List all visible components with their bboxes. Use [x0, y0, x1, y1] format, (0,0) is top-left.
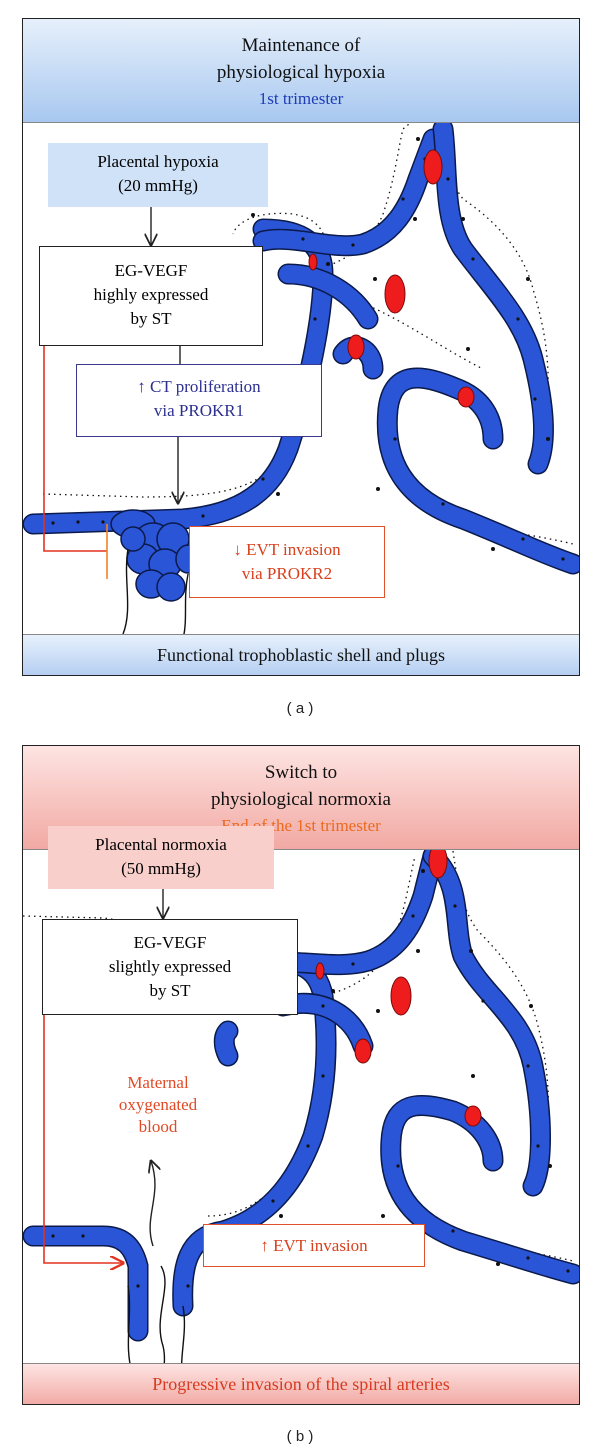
egvegf-line-1: EG-VEGF [114, 261, 188, 280]
egvegf-line-1: EG-VEGF [133, 933, 207, 952]
ct-proliferation-box: ↑ CT proliferation via PROKR1 [76, 364, 322, 437]
flow-connectors-b [150, 889, 163, 1247]
maternal-blood-cells-a [308, 149, 475, 408]
egvegf-line-2: slightly expressed [108, 957, 232, 976]
egvegf-box: EG-VEGF highly expressed by ST [39, 246, 263, 346]
footer-text: Progressive invasion of the spiral arter… [152, 1374, 450, 1394]
footer-banner: Functional trophoblastic shell and plugs [23, 634, 579, 675]
stimulation-line-b [43, 1015, 123, 1263]
flow-connectors-a [151, 207, 180, 503]
ct-line-1: ↑ CT proliferation [137, 377, 261, 396]
egvegf-line-3: by ST [149, 981, 191, 1000]
panel-normoxia: Switch to physiological normoxia End of … [22, 745, 580, 1405]
inhibition-line-a [43, 346, 108, 579]
egvegf-box: EG-VEGF slightly expressed by ST [42, 919, 298, 1015]
egvegf-line-3: by ST [130, 309, 172, 328]
maternal-blood-cells-b [315, 843, 482, 1127]
cell-column-plug-a [110, 509, 201, 602]
oxygen-pressure: (50 mmHg) [121, 859, 201, 878]
panel-hypoxia: Maintenance of physiological hypoxia 1st… [22, 18, 580, 676]
evt-line-1: ↓ EVT invasion [233, 540, 341, 559]
placental-oxygen-box: Placental hypoxia (20 mmHg) [48, 143, 268, 207]
anchoring-lines-a [122, 548, 189, 640]
banner-line-1: Maintenance of [241, 35, 361, 56]
villus-illustration-a [23, 118, 579, 640]
evt-line-2: via PROKR2 [241, 564, 333, 583]
blood-line-3: blood [138, 1117, 178, 1136]
caption-a: ( a ) [286, 700, 314, 717]
blood-line-2: oxygenated [118, 1095, 198, 1114]
villus-illustration-b [23, 837, 579, 1402]
oxygen-label: Placental normoxia [95, 835, 227, 854]
oxygen-label: Placental hypoxia [97, 152, 219, 171]
placental-oxygen-box: Placental normoxia (50 mmHg) [48, 826, 274, 889]
nuclei-a [51, 137, 565, 561]
oxygen-pressure: (20 mmHg) [118, 176, 198, 195]
egvegf-line-2: highly expressed [93, 285, 209, 304]
footer-banner: Progressive invasion of the spiral arter… [23, 1363, 579, 1404]
ct-line-2: via PROKR1 [153, 401, 245, 420]
banner-stage: 1st trimester [258, 89, 344, 108]
banner-line-2: physiological normoxia [211, 789, 391, 810]
evt-invasion-box: ↑ EVT invasion [203, 1224, 425, 1267]
banner-line-2: physiological hypoxia [216, 62, 386, 83]
blood-line-1: Maternal [127, 1073, 189, 1092]
caption-b: ( b ) [286, 1428, 314, 1445]
maternal-blood-label: Maternal oxygenated blood [103, 1072, 213, 1138]
title-banner: Maintenance of physiological hypoxia 1st… [23, 19, 579, 123]
evt-invasion-box: ↓ EVT invasion via PROKR2 [189, 526, 385, 598]
banner-line-1: Switch to [264, 762, 338, 783]
dotted-boundary-b [23, 837, 574, 1262]
